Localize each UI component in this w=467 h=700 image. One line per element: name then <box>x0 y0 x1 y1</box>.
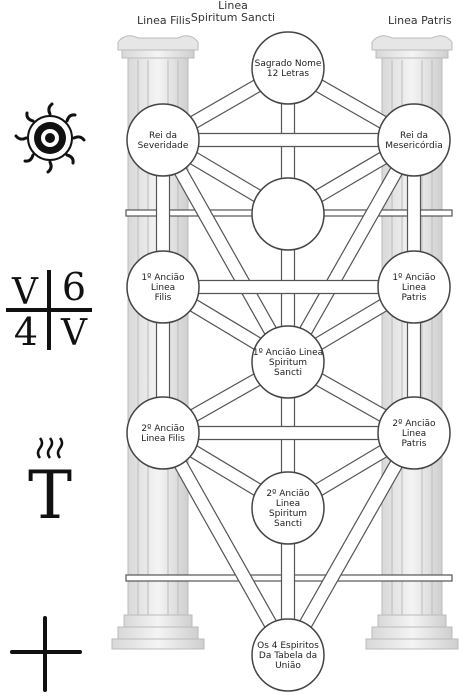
node-label-line: Linea <box>402 283 426 293</box>
node-label-line: Patris <box>402 439 427 449</box>
node-circle <box>377 396 451 470</box>
node-label-line: Rei da <box>149 131 177 141</box>
node-circle <box>377 103 451 177</box>
title-linea-spiritum: Linea Spiritum Sancti <box>178 0 288 24</box>
path-anciao1-filis-to-anciao1-patris <box>162 279 415 295</box>
title-linea-patris: Linea Patris <box>388 14 452 27</box>
node-circle <box>126 396 200 470</box>
node-label-line: 1º Ancião <box>392 273 436 283</box>
node-circle <box>377 250 451 324</box>
fraction-bottom-right: V <box>60 313 88 354</box>
fraction-top-right: 6 <box>62 265 86 309</box>
node-hidden-center <box>251 177 325 251</box>
node-label-line: 1º Ancião <box>141 273 185 283</box>
node-circle <box>251 471 325 545</box>
node-label-line: Spiritum <box>269 358 307 368</box>
path-anciao2-filis-to-anciao2-patris <box>162 425 415 441</box>
node-label-line: 2º Ancião <box>266 489 310 499</box>
fraction-symbol: V 6 4 V <box>6 265 92 354</box>
node-label-line: Sancti <box>274 519 302 529</box>
node-label-line: Os 4 Espiritos <box>257 641 319 651</box>
node-label-line: 12 Letras <box>267 69 309 79</box>
title-linea-filis: Linea Filis <box>137 14 191 27</box>
title-center-line2: Spiritum Sancti <box>190 11 276 24</box>
node-label-line: Patris <box>402 293 427 303</box>
node-label-line: Linea <box>276 499 300 509</box>
node-label-line: União <box>275 661 301 671</box>
node-circle <box>251 618 325 692</box>
node-label-line: Filis <box>155 293 172 303</box>
node-circle <box>251 177 325 251</box>
node-label-line: Sagrado Nome <box>255 59 322 69</box>
title-center-line1: Linea <box>218 0 248 12</box>
node-label-line: Severidade <box>138 141 189 151</box>
node-circle <box>251 325 325 399</box>
tau-steam-icon: T <box>28 437 72 534</box>
node-label-line: Spiritum <box>269 509 307 519</box>
cross-icon <box>10 616 82 692</box>
node-circle <box>251 31 325 105</box>
node-label-line: 2º Ancião <box>392 419 436 429</box>
node-label-line: Linea <box>402 429 426 439</box>
fraction-top-left: V <box>11 272 39 313</box>
tau-letter: T <box>28 457 72 534</box>
fraction-bottom-left: 4 <box>14 310 38 354</box>
node-circle <box>126 250 200 324</box>
node-label-line: 2º Ancião <box>141 424 185 434</box>
node-label-line: 1º Ancião Linea <box>253 348 323 358</box>
sun-eye-icon <box>14 102 86 174</box>
path-rei-severidade-to-rei-misericordia <box>162 132 415 148</box>
node-label-line: Rei da <box>400 131 428 141</box>
node-label-line: Sancti <box>274 368 302 378</box>
node-label-line: Da Tabela da <box>259 651 317 661</box>
node-label-line: Linea <box>151 283 175 293</box>
node-label-line: Mesericórdia <box>385 140 442 151</box>
node-circle <box>126 103 200 177</box>
node-label-line: Linea Filis <box>141 434 185 444</box>
